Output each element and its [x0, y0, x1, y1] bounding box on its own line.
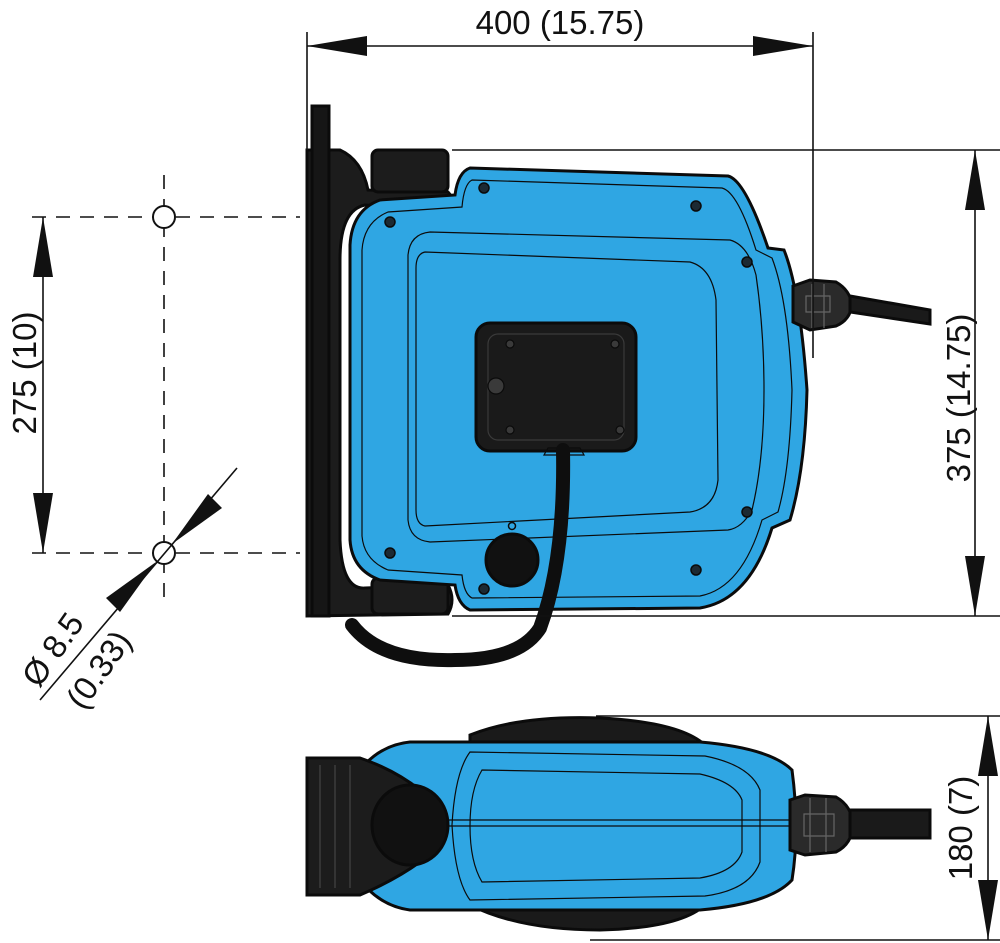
side-housing-panel: [451, 751, 761, 901]
housing-inner-edge: [361, 179, 793, 599]
hub-screws: [487, 339, 625, 435]
side-top-drum: [468, 716, 709, 747]
dimension-height-label: 375 (14.75): [940, 314, 977, 483]
side-bracket-ribs: [319, 765, 351, 888]
dimension-depth-label: 180 (7): [942, 776, 979, 881]
housing-face-panel: [407, 231, 765, 543]
dimension-hole-spacing-label: 275 (10): [6, 312, 43, 435]
inlet-fitting: [791, 278, 854, 332]
side-inlet-hose: [848, 808, 932, 840]
side-hose-opening: [370, 783, 450, 867]
side-housing-inner: [469, 769, 743, 883]
front-view: [305, 104, 932, 668]
inlet-fitting-details: [805, 284, 831, 328]
housing-face-recess: [415, 251, 719, 527]
bracket-top-cap: [370, 148, 450, 194]
hose: [345, 443, 571, 668]
side-inlet-details: [803, 798, 835, 852]
mounting-hole-top: [152, 205, 176, 229]
side-view: [305, 716, 932, 932]
hose-guide: [484, 532, 540, 588]
side-inlet-fitting: [788, 793, 855, 857]
hub-cover: [474, 321, 638, 453]
housing-screws: [384, 182, 753, 595]
bracket-post: [310, 104, 331, 618]
dimension-lines: [32, 32, 1000, 941]
dimension-width-label: 400 (15.75): [476, 4, 645, 41]
inlet-hose: [848, 294, 932, 326]
